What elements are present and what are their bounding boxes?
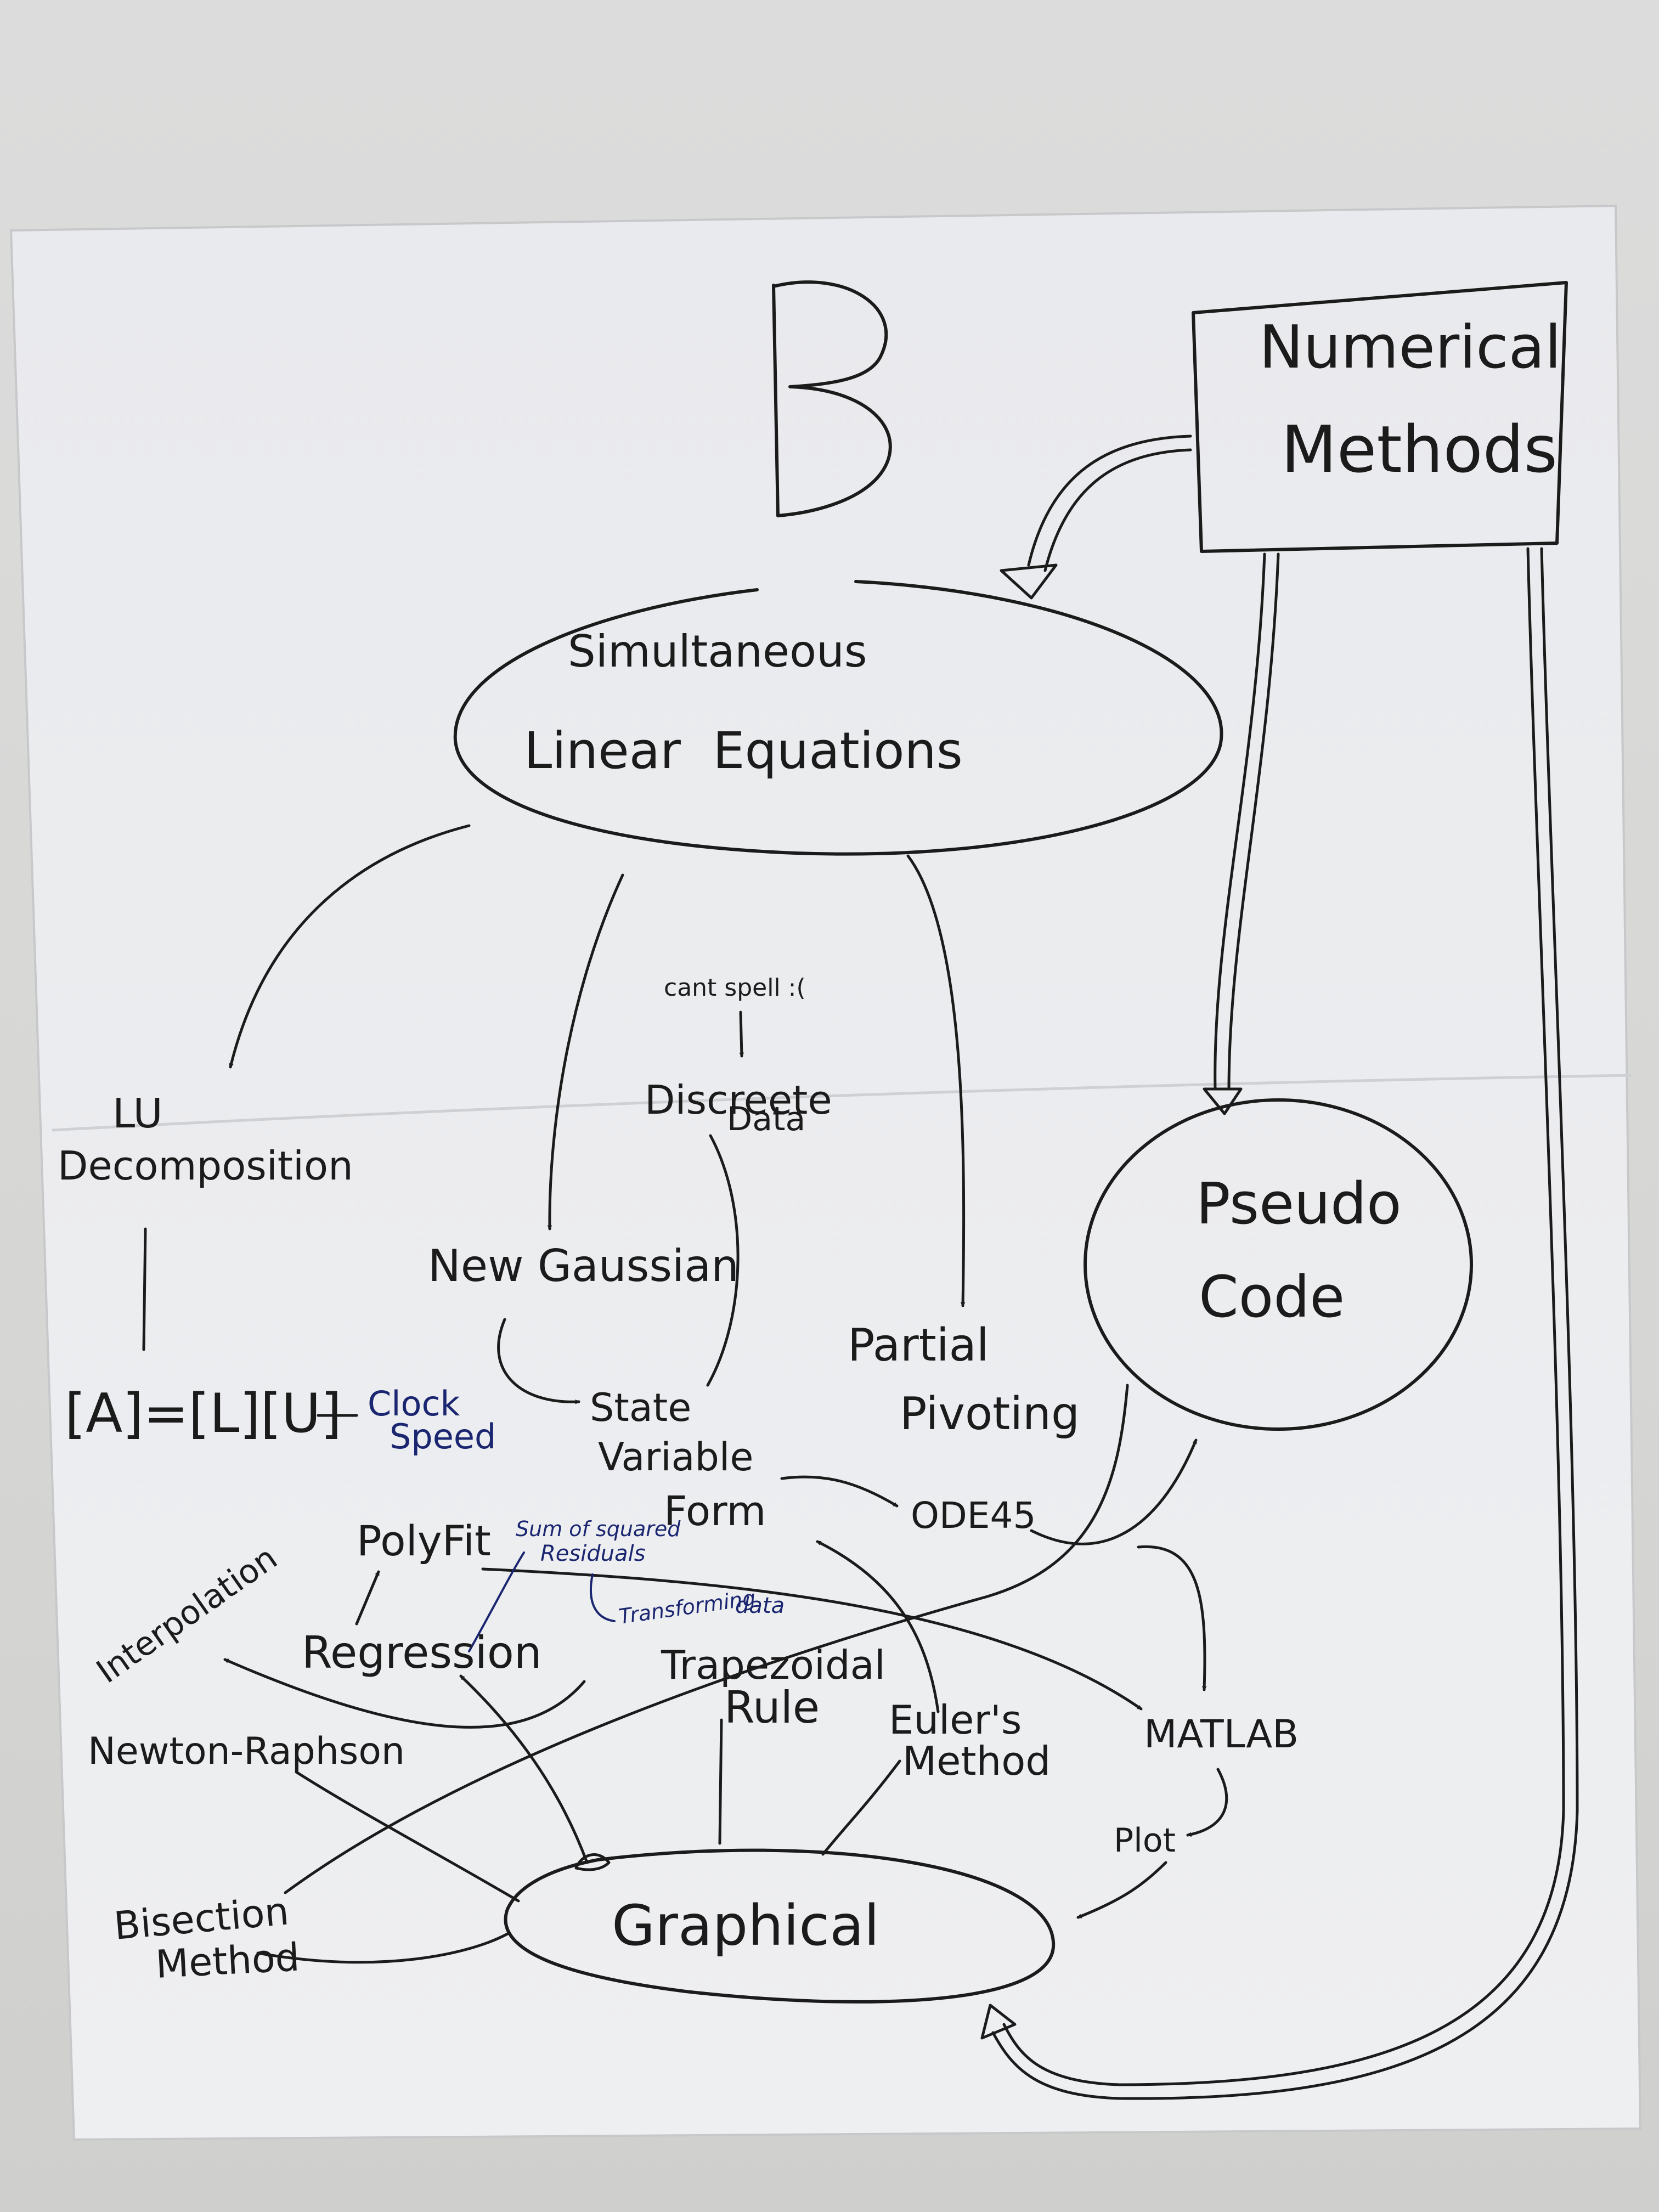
line-bisection-to-graphical <box>256 1932 509 1964</box>
numerical-methods-label-1: Numerical <box>1259 313 1561 382</box>
arrow-new-gaussian-to-state <box>497 1318 580 1402</box>
pseudo-label: Pseudo <box>1196 1170 1402 1237</box>
arrow-polyfit-to-matlab <box>481 1567 1143 1711</box>
pivoting-label: Pivoting <box>900 1388 1080 1440</box>
arrow-to-lu <box>230 824 471 1069</box>
arrow-state-to-ode45 <box>780 1475 899 1508</box>
euler-label: Euler's <box>889 1697 1022 1743</box>
clock-label: Clock <box>368 1384 460 1424</box>
arrow-plot-to-graphical <box>1076 1861 1167 1919</box>
data-label: Data <box>727 1100 805 1138</box>
trapezoidal-label: Trapezoidal <box>661 1642 885 1688</box>
interpolation-label: Interpolation <box>89 1539 284 1691</box>
polyfit-label: PolyFit <box>357 1516 491 1565</box>
arrow-to-interpolation <box>223 1658 586 1729</box>
new-gaussian-label: New Gaussian <box>428 1240 739 1291</box>
residuals-label: Residuals <box>540 1541 646 1566</box>
matlab-label: MATLAB <box>1144 1712 1299 1757</box>
lu-label: LU <box>112 1090 163 1137</box>
numerical-methods-box: Numerical Methods <box>1192 281 1568 553</box>
rule-label: Rule <box>724 1682 820 1733</box>
arrow-numerical-to-graphical <box>980 547 1579 2100</box>
method-label: Method <box>902 1738 1051 1784</box>
arrow-residuals-to-transforming <box>589 1573 616 1622</box>
scribble-mark <box>574 1853 611 1871</box>
speed-label: Speed <box>390 1417 496 1457</box>
sum-of-squared-label: Sum of squared <box>516 1517 681 1541</box>
arrow-regression-to-residuals <box>468 1551 525 1652</box>
line-euler-to-graphical <box>821 1759 901 1856</box>
arrow-numerical-to-pseudo <box>1203 552 1280 1115</box>
arrow-cant-spell <box>739 1011 742 1058</box>
decomposition-label: Decomposition <box>58 1143 353 1189</box>
regression-label: Regression <box>302 1627 542 1678</box>
alu-formula: [A]=[L][U] <box>65 1383 342 1445</box>
arrow-numerical-to-simultaneous <box>1000 435 1192 600</box>
simultaneous-linear-equations-node: Simultaneous Linear Equations <box>453 580 1223 856</box>
numerical-methods-label-2: Methods <box>1281 411 1558 487</box>
line-bisection-to-pseudo <box>284 1384 1129 1894</box>
arrow-graphical-to-regression <box>459 1674 589 1864</box>
state-label: State <box>590 1385 691 1430</box>
simultaneous-label-1: Simultaneous <box>568 626 867 677</box>
transforming-data-label: data <box>735 1593 785 1618</box>
discrete-label: Discreete <box>645 1077 832 1123</box>
bisection-method-label: Method <box>155 1934 301 1987</box>
title-letter-b <box>772 280 892 517</box>
arrow-to-partial-pivoting <box>906 854 964 1307</box>
code-label: Code <box>1199 1263 1345 1330</box>
arrow-euler-to-form <box>816 1540 940 1713</box>
variable-label: Variable <box>598 1435 753 1480</box>
line-trapezoidal-to-graphical <box>718 1718 723 1845</box>
arrow-matlab-to-plot <box>1186 1768 1228 1835</box>
form-label: Form <box>664 1488 766 1535</box>
simultaneous-label-2: Linear Equations <box>524 721 963 780</box>
arrow-regression-to-polyfit <box>355 1570 380 1626</box>
arrow-to-new-gaussian <box>550 873 624 1231</box>
arrow-ode45-to-pseudo <box>1030 1438 1198 1545</box>
graphical-node: Graphical <box>504 1848 1056 2004</box>
line-lu-to-alu <box>142 1227 147 1351</box>
partial-label: Partial <box>848 1319 989 1372</box>
cant-spell-note: cant spell :( <box>664 974 806 1002</box>
plot-label: Plot <box>1114 1821 1176 1860</box>
newton-raphson-label: Newton-Raphson <box>88 1730 405 1773</box>
line-newton-to-graphical <box>295 1770 520 1903</box>
arrow-ode45-to-matlab <box>1137 1545 1205 1691</box>
line-discrete-to-state <box>706 1134 740 1387</box>
ode45-label: ODE45 <box>911 1494 1036 1537</box>
graphical-label: Graphical <box>612 1893 879 1959</box>
pseudo-code-node: Pseudo Code <box>1084 1098 1473 1431</box>
